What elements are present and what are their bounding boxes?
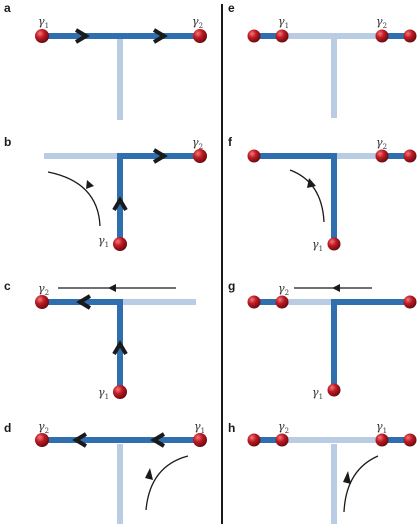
panel-f: f γ2 γ1 — [228, 135, 417, 253]
panel-b: b γ1 γ2 — [4, 135, 207, 251]
gamma2-label: γ2 — [278, 282, 289, 297]
gamma1-label: γ1 — [194, 420, 205, 435]
gamma2-label: γ2 — [376, 15, 387, 30]
gamma2-label: γ2 — [278, 420, 289, 435]
gamma1-label: γ1 — [376, 420, 387, 435]
panel-label-d: d — [4, 421, 11, 435]
chevron-left-icon — [76, 294, 92, 310]
rotation-arrow — [47, 171, 101, 227]
panel-d: d γ2 γ1 — [4, 420, 207, 524]
majorana-mode — [247, 295, 261, 309]
majorana-mode-gamma1 — [327, 237, 341, 251]
majorana-mode-gamma2 — [375, 29, 389, 43]
majorana-mode-gamma1 — [113, 237, 127, 251]
panel-label-f: f — [228, 135, 233, 149]
panel-label-h: h — [228, 421, 235, 435]
majorana-mode-gamma2 — [193, 29, 207, 43]
majorana-mode-gamma2 — [275, 295, 289, 309]
gamma1-label: γ1 — [312, 238, 323, 253]
gamma2-label: γ2 — [376, 136, 387, 151]
panel-label-e: e — [228, 1, 235, 15]
rotation-arrow — [343, 455, 379, 513]
gamma1-label: γ1 — [98, 234, 109, 249]
panel-e: e γ1 γ2 — [228, 1, 417, 118]
majorana-mode-gamma2 — [375, 149, 389, 163]
gamma1-label: γ1 — [278, 15, 289, 30]
panel-label-a: a — [4, 1, 11, 15]
chevron-left-icon — [72, 432, 88, 448]
majorana-mode — [403, 149, 417, 163]
gamma2-label: γ2 — [38, 420, 49, 435]
gamma2-label: γ2 — [192, 15, 203, 30]
chevron-up-icon — [112, 340, 128, 356]
rotation-arrow — [145, 455, 189, 511]
gamma1-label: γ1 — [98, 386, 109, 401]
panel-label-c: c — [4, 279, 11, 293]
panel-h: h γ2 γ1 — [228, 420, 417, 524]
majorana-mode — [403, 433, 417, 447]
panel-g: g γ2 γ1 — [228, 279, 417, 401]
majorana-mode-gamma1 — [113, 385, 127, 399]
chevron-left-icon — [150, 432, 166, 448]
majorana-mode-gamma1 — [327, 383, 341, 397]
majorana-mode — [403, 29, 417, 43]
majorana-mode-gamma2 — [35, 433, 49, 447]
arrowhead-icon — [145, 468, 153, 480]
chevron-right-icon — [152, 148, 168, 164]
panel-label-g: g — [228, 279, 235, 293]
chevron-right-icon — [74, 28, 90, 44]
gamma2-label: γ2 — [192, 136, 203, 151]
majorana-mode-gamma1 — [375, 433, 389, 447]
gamma1-label: γ1 — [312, 386, 323, 401]
arrowhead-icon — [108, 284, 116, 292]
rotation-arrow — [289, 169, 325, 223]
majorana-mode-gamma2 — [193, 149, 207, 163]
panel-c: c γ2 γ1 — [4, 279, 196, 401]
chevron-right-icon — [152, 28, 168, 44]
arrowhead-icon — [86, 180, 94, 189]
panel-a: a γ1 γ2 — [4, 1, 207, 120]
majorana-mode — [403, 295, 417, 309]
gamma1-label: γ1 — [38, 15, 49, 30]
majorana-mode-gamma2 — [275, 433, 289, 447]
majorana-mode — [247, 29, 261, 43]
majorana-mode — [247, 149, 261, 163]
gamma2-label: γ2 — [38, 282, 49, 297]
arrowhead-icon — [343, 471, 351, 484]
chevron-up-icon — [112, 196, 128, 212]
majorana-mode-gamma1 — [193, 433, 207, 447]
majorana-mode-gamma2 — [35, 295, 49, 309]
arrowhead-icon — [307, 178, 316, 188]
panel-label-b: b — [4, 135, 11, 149]
arrowhead-icon — [332, 284, 340, 292]
majorana-mode-gamma1 — [275, 29, 289, 43]
majorana-mode — [247, 433, 261, 447]
majorana-mode-gamma1 — [35, 29, 49, 43]
